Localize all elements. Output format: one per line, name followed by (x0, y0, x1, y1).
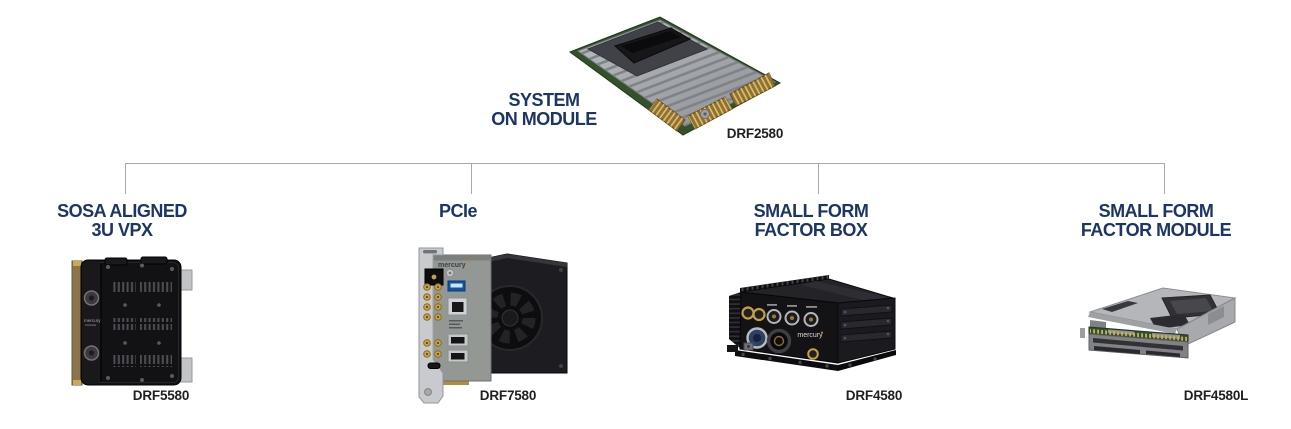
brand-logo-text: mercury (438, 262, 466, 269)
gold-pin-row (1090, 329, 1187, 341)
drf2580-module (568, 16, 782, 136)
variant-model-number: DRF4580 (845, 388, 903, 403)
usb-c-port (427, 362, 441, 369)
small-form-factor-box-photo: mercury (727, 275, 896, 371)
pcie-card-photo: mercury (418, 247, 568, 404)
variant-model-number: DRF7580 (479, 388, 537, 403)
variant-title-pcie: PCIe (363, 202, 553, 221)
small-form-factor-module-photo (1080, 287, 1237, 359)
drf7580-card: mercury (418, 247, 568, 404)
variant-model-number: DRF5580 (132, 388, 190, 403)
mounting-flange (735, 350, 838, 371)
front-face (739, 291, 839, 364)
gold-edge-connectors (648, 72, 776, 132)
variant-title-line: SMALL FORM (1098, 201, 1214, 221)
tree-connector-stub-4 (1164, 163, 1165, 194)
side-rails (840, 304, 893, 343)
brand-logo-text: mercury (84, 318, 101, 323)
tree-connector-stub-1 (125, 163, 126, 194)
tree-connector-stub-2 (471, 163, 472, 194)
variant-title-line: 3U VPX (91, 220, 153, 240)
connector-labels (767, 304, 817, 308)
variant-title-line: PCIe (438, 201, 478, 221)
3u-vpx-card-photo: mercury (71, 256, 193, 386)
drf4580-box: mercury (727, 275, 896, 371)
root-node-title: SYSTEM ON MODULE (479, 91, 609, 129)
root-model-number: DRF2580 (726, 126, 784, 141)
variant-title-line: FACTOR MODULE (1080, 220, 1232, 240)
flange-bolts (741, 352, 877, 368)
variant-title-sff-module: SMALL FORM FACTOR MODULE (1061, 202, 1251, 240)
variant-title-sosa-3u-vpx: SOSA ALIGNED 3U VPX (27, 202, 217, 240)
side-heatsink-fins (729, 292, 741, 349)
variant-title-sff-box: SMALL FORM FACTOR BOX (716, 202, 906, 240)
variant-title-line: FACTOR BOX (754, 220, 868, 240)
root-title-line: SYSTEM (508, 90, 580, 110)
variant-title-line: SMALL FORM (753, 201, 869, 221)
drf5580-card: mercury (71, 256, 193, 386)
variant-title-line: SOSA ALIGNED (57, 201, 187, 221)
sma-connectors (423, 283, 442, 358)
tree-connector-stub-3 (818, 163, 819, 194)
drf4580l-module (1080, 287, 1237, 359)
tree-connector-horizontal (125, 163, 1165, 164)
circular-connectors (741, 306, 819, 360)
root-title-line: ON MODULE (491, 109, 597, 129)
vent-slots (112, 280, 172, 367)
chassis-cutouts (1102, 294, 1221, 329)
panel-thumb-screws (83, 290, 100, 361)
panel-screws (106, 263, 174, 382)
variant-model-number: DRF4580L (1183, 388, 1249, 403)
system-on-module-photo (568, 16, 782, 136)
brand-logo-text: mercury (797, 332, 823, 339)
